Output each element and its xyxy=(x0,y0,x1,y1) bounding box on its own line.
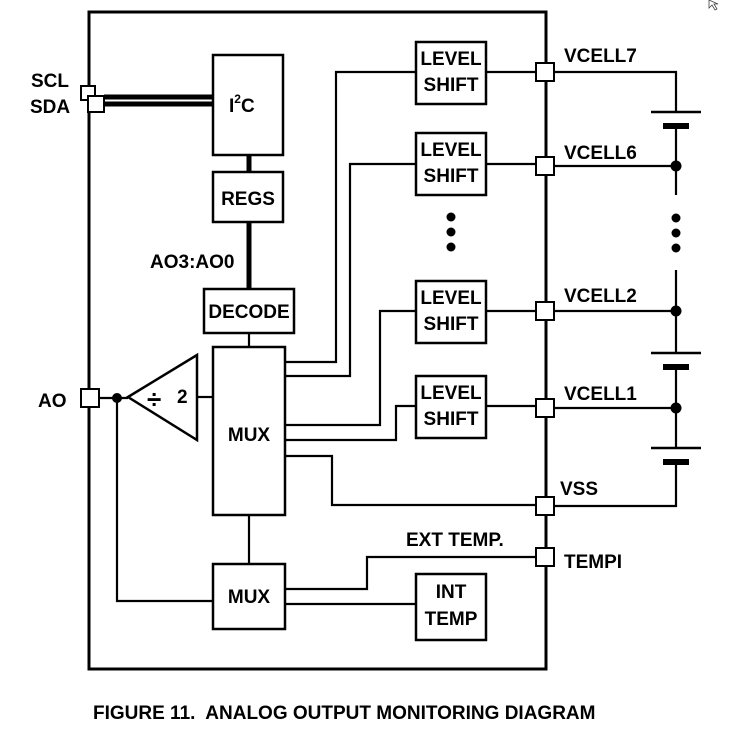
ellipsis-dot-2 xyxy=(446,227,456,237)
vcell7-pin xyxy=(535,62,555,82)
level-shift-6-line2: SHIFT xyxy=(424,166,479,187)
vss-battery-wire xyxy=(554,462,678,508)
main-mux-block xyxy=(211,345,287,517)
tempi-pin xyxy=(535,547,555,567)
level-shift-1-line1: LEVEL xyxy=(420,383,482,404)
sda-label: SDA xyxy=(30,97,70,118)
vcell1-pin xyxy=(535,398,555,418)
battery-ellipsis-dot-3 xyxy=(671,243,681,253)
vcell2-pin xyxy=(535,301,555,321)
figure-caption: FIGURE 11. ANALOG OUTPUT MONITORING DIAG… xyxy=(93,703,595,724)
level-shift-7-block xyxy=(414,40,488,106)
mux-to-ls2-wire xyxy=(285,309,416,427)
mouse-cursor-icon xyxy=(708,0,719,11)
level-shift-2-block xyxy=(414,279,488,345)
sda-pin xyxy=(87,95,105,113)
battery-ellipsis-dot-1 xyxy=(671,213,681,223)
vss-label: VSS xyxy=(560,479,598,500)
vcell7-battery-wire xyxy=(554,70,678,112)
int-temp-label-line1: INT xyxy=(436,582,467,603)
vss-pin xyxy=(535,496,555,516)
tempi-label: TEMPI xyxy=(564,552,622,573)
scl-label: SCL xyxy=(31,71,69,92)
bottom-mux-label: MUX xyxy=(228,587,271,608)
ellipsis-dot-3 xyxy=(446,242,456,252)
ao-select-bus-label: AO3:AO0 xyxy=(150,252,234,273)
bottom-mux-block xyxy=(211,562,287,631)
ext-temp-label: EXT TEMP. xyxy=(406,530,504,551)
level-shift-2-line2: SHIFT xyxy=(424,314,479,335)
vcell7-label: VCELL7 xyxy=(564,46,637,67)
ao-pin xyxy=(80,388,100,408)
level-shift-1-line2: SHIFT xyxy=(424,409,479,430)
mux-to-ls7-wire xyxy=(285,70,416,364)
vcell6-label: VCELL6 xyxy=(564,143,637,164)
level-shift-1-block xyxy=(414,374,488,440)
regs-label: REGS xyxy=(221,189,275,210)
level-shift-2-line1: LEVEL xyxy=(420,288,482,309)
vcell2-node-dot xyxy=(670,305,682,317)
int-temp-label-line2: TEMP xyxy=(425,609,478,630)
ao-label: AO xyxy=(38,391,67,412)
ao-to-bottom-mux-wire xyxy=(115,398,213,603)
regs-block xyxy=(211,170,285,224)
level-shift-6-line1: LEVEL xyxy=(420,140,482,161)
ellipsis-dot-1 xyxy=(446,212,456,222)
vcell1-node-dot xyxy=(670,402,682,414)
level-shift-7-line1: LEVEL xyxy=(420,49,482,70)
main-mux-label: MUX xyxy=(228,425,271,446)
decode-label: DECODE xyxy=(208,302,289,323)
level-shift-7-line2: SHIFT xyxy=(424,75,479,96)
ext-temp-wire xyxy=(285,555,536,591)
vcell2-label: VCELL2 xyxy=(564,286,637,307)
mux-to-vss-wire xyxy=(285,454,536,507)
divider-label: 2 xyxy=(177,387,188,408)
mux-to-ls6-wire xyxy=(285,162,416,378)
i2c-label: I2C xyxy=(229,92,255,117)
vcell6-node-dot xyxy=(670,160,682,172)
battery-ellipsis-dot-2 xyxy=(671,228,681,238)
divide-sign-icon: ÷ xyxy=(147,384,161,414)
chip-outline xyxy=(87,10,548,671)
vcell6-pin xyxy=(535,156,555,176)
int-temp-block xyxy=(414,572,488,642)
vcell1-label: VCELL1 xyxy=(564,384,637,405)
mux-to-ls1-wire xyxy=(285,404,416,442)
i2c-block xyxy=(211,53,285,157)
